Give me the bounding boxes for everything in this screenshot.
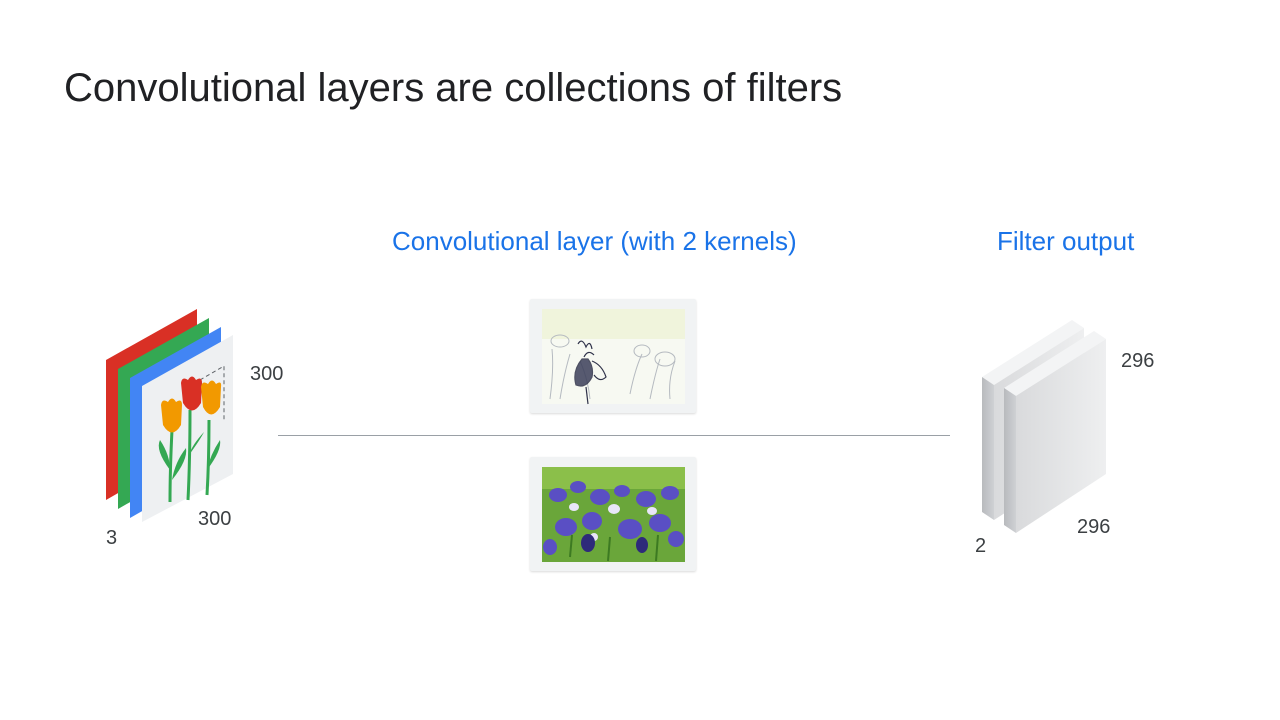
edge-filter-output-image xyxy=(542,309,685,405)
layer-divider-line xyxy=(278,435,950,436)
input-height-label: 300 xyxy=(250,363,284,385)
input-channels-label: 3 xyxy=(106,527,118,549)
iris-photo-image xyxy=(542,467,685,562)
tulip-icon xyxy=(158,376,222,503)
output-height-label: 296 xyxy=(1121,350,1155,372)
input-width-label: 300 xyxy=(198,508,232,530)
kernel-2-frame xyxy=(530,457,696,571)
filter-output-heading: Filter output xyxy=(997,226,1135,256)
feature-map-front xyxy=(1004,331,1106,533)
kernel-1-frame xyxy=(530,299,696,413)
slide-title: Convolutional layers are collections of … xyxy=(64,66,843,110)
output-channels-label: 2 xyxy=(975,535,987,557)
output-width-label: 296 xyxy=(1077,516,1111,538)
conv-layer-heading: Convolutional layer (with 2 kernels) xyxy=(392,226,797,256)
